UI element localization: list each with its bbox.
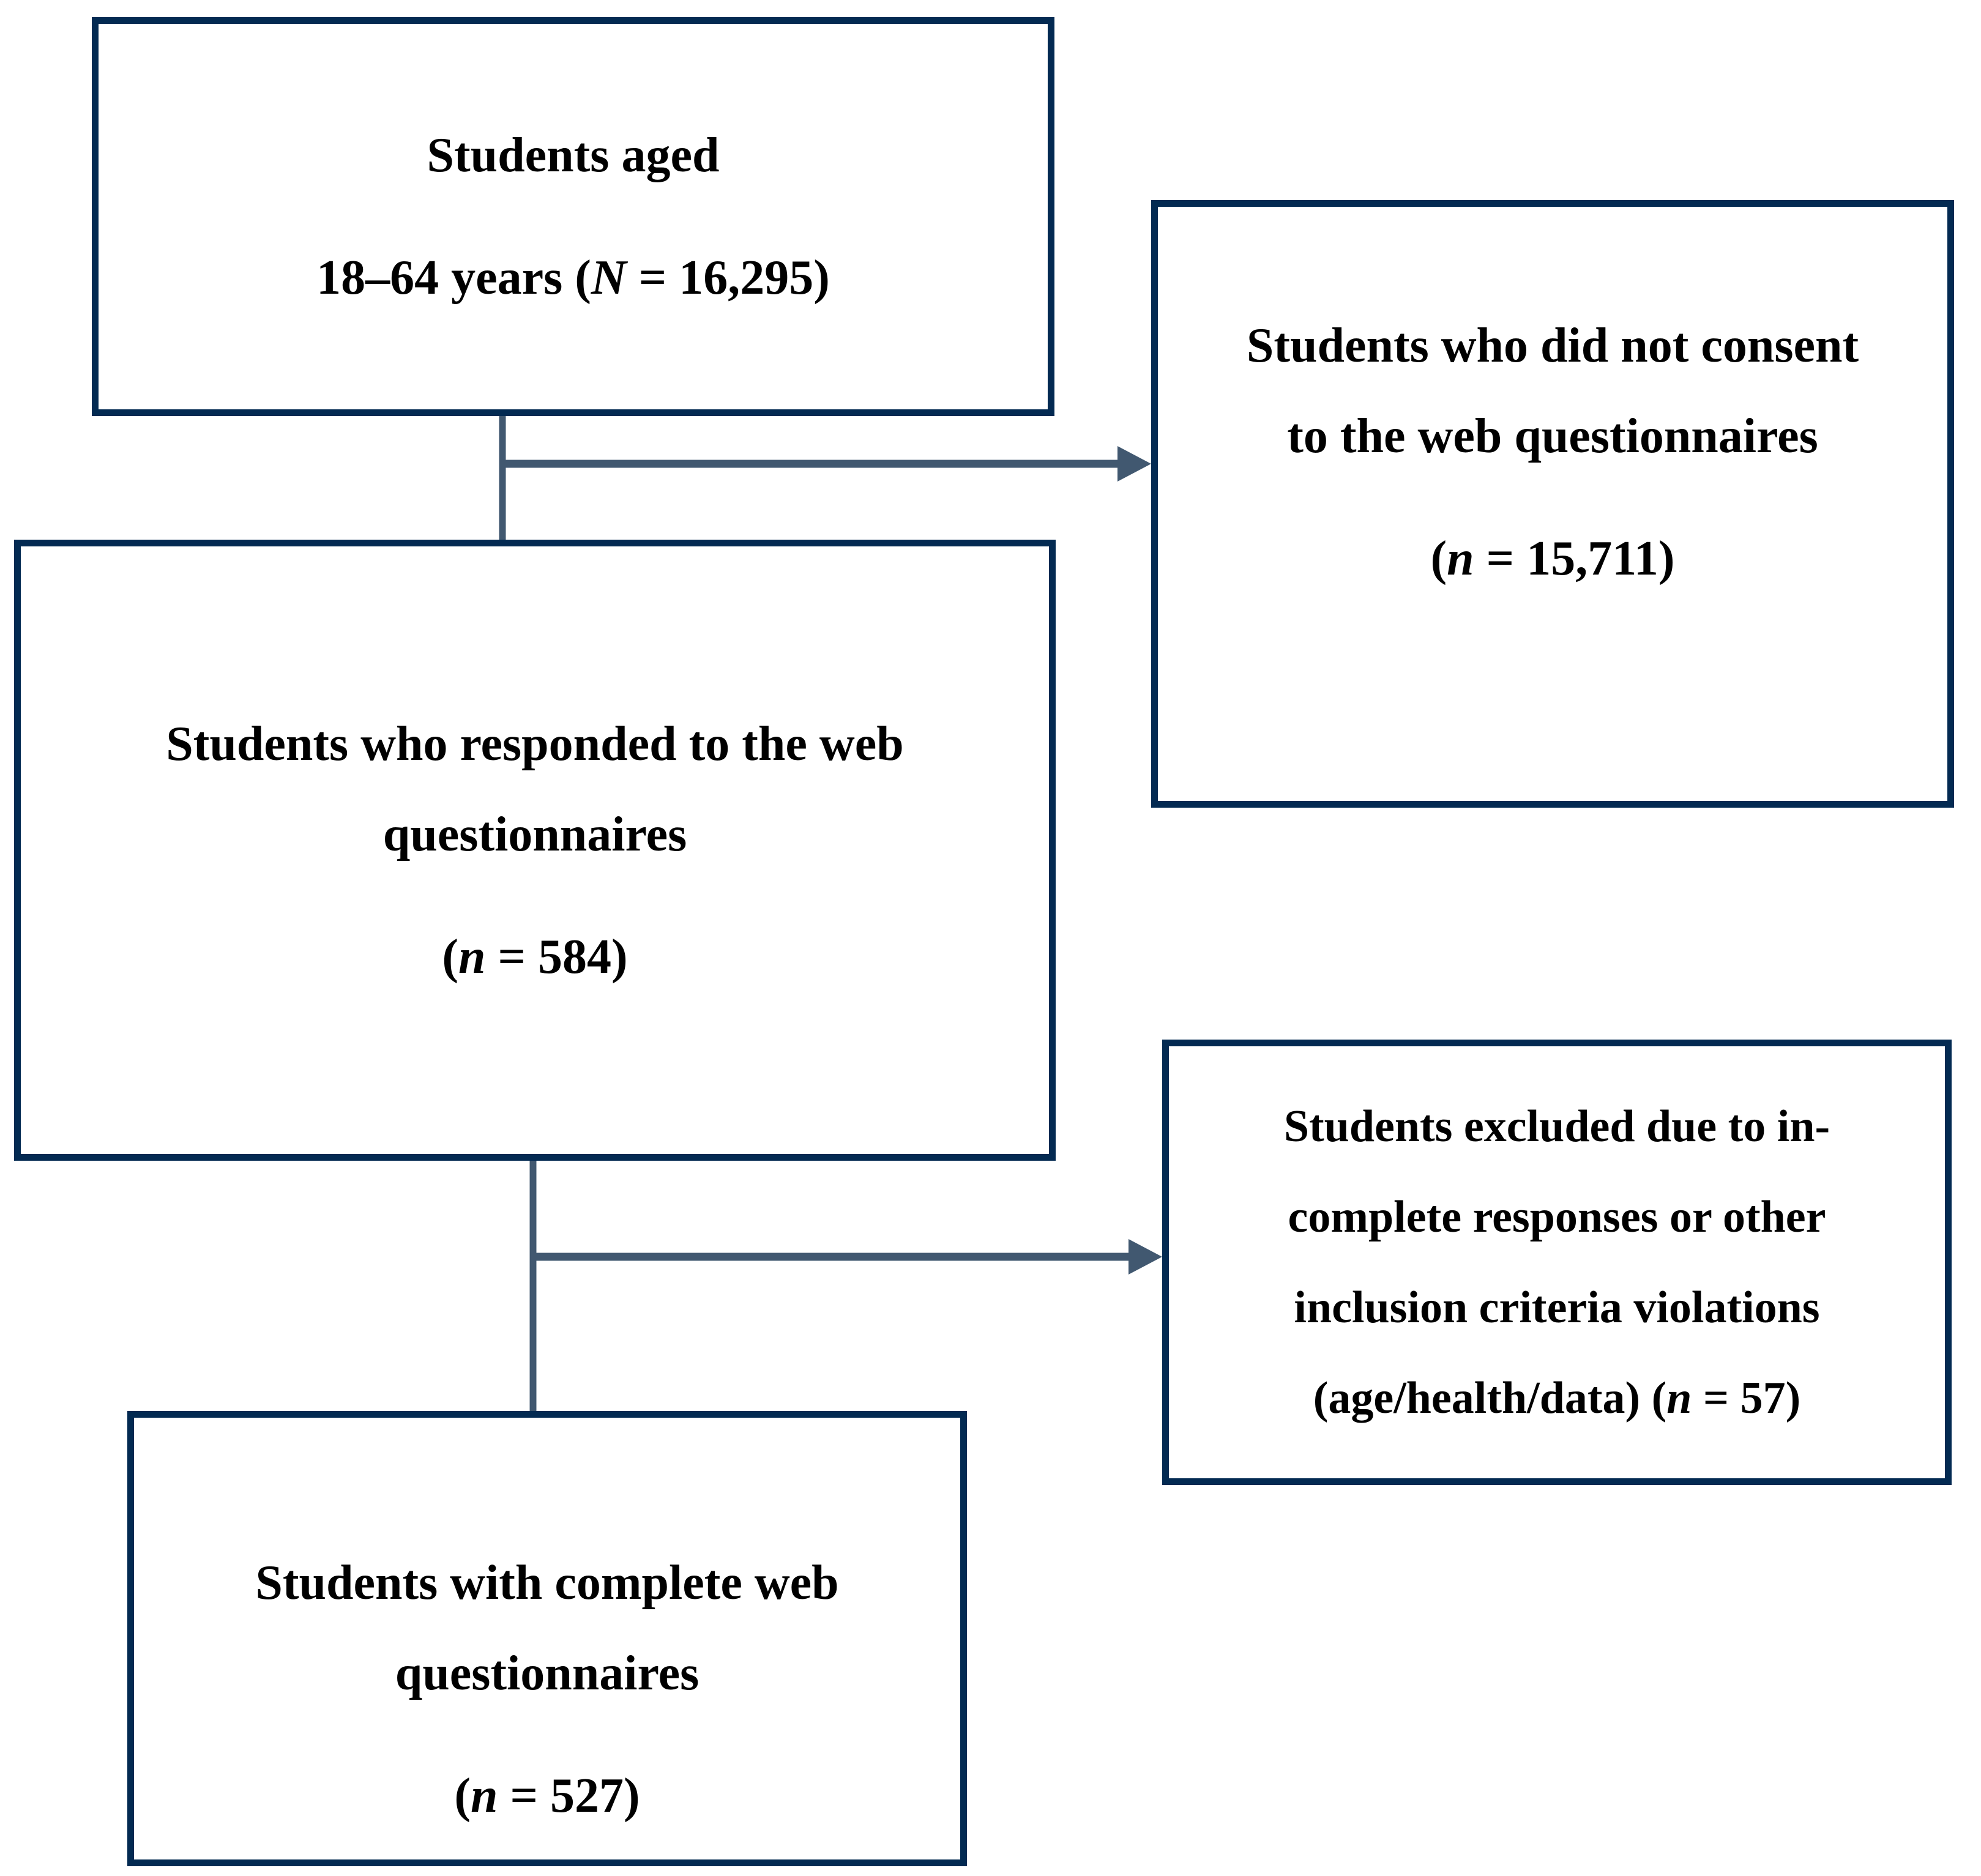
box-text-line: (n = 584) xyxy=(442,912,627,1002)
text-segment: = 16,295) xyxy=(626,251,830,305)
text-segment: complete responses or other xyxy=(1288,1192,1826,1242)
text-segment: ( xyxy=(1430,531,1447,586)
box-text-line: Students aged xyxy=(427,110,720,201)
box-text-line: 18–64 years (N = 16,295) xyxy=(316,233,830,323)
text-segment: 18–64 years ( xyxy=(316,251,591,305)
arrowhead-to-no-consent xyxy=(1117,446,1151,482)
text-segment: Students who did not consent xyxy=(1246,318,1859,373)
stat-variable: n xyxy=(458,929,486,984)
stat-variable: n xyxy=(1666,1373,1692,1423)
box-responded-web-questionnaires: Students who responded to the web questio… xyxy=(14,540,1056,1161)
text-segment: Students who responded to the web xyxy=(166,717,904,771)
text-segment: questionnaires xyxy=(395,1646,700,1700)
stat-variable: n xyxy=(470,1768,498,1823)
box-text-line: questionnaires xyxy=(383,789,687,880)
text-segment: ( xyxy=(442,929,458,984)
text-segment: ( xyxy=(454,1768,471,1823)
text-segment: (age/health/data) ( xyxy=(1313,1373,1667,1423)
stat-variable: N xyxy=(591,251,627,305)
text-segment: = 584) xyxy=(485,929,628,984)
box-text-line: complete responses or other xyxy=(1288,1172,1826,1262)
arrowhead-to-excluded xyxy=(1129,1239,1162,1275)
box-text-line: (age/health/data) (n = 57) xyxy=(1313,1353,1801,1443)
box-text-line: to the web questionnaires xyxy=(1287,391,1818,482)
text-segment: = 15,711) xyxy=(1474,531,1675,586)
box-text-line: (n = 15,711) xyxy=(1431,513,1675,604)
box-text-line: Students who did not consent xyxy=(1247,300,1859,391)
text-segment: = 527) xyxy=(498,1768,640,1823)
text-segment: questionnaires xyxy=(382,807,687,862)
box-text-line: inclusion criteria violations xyxy=(1294,1262,1819,1353)
text-segment: = 57) xyxy=(1692,1373,1801,1423)
stat-variable: n xyxy=(1447,531,1474,586)
box-text-line: (n = 527) xyxy=(454,1751,640,1841)
box-text-line: Students with complete web xyxy=(255,1538,838,1628)
box-text-line: Students who responded to the web xyxy=(166,699,903,789)
box-excluded-incomplete: Students excluded due to in-complete res… xyxy=(1162,1040,1952,1485)
text-segment: to the web questionnaires xyxy=(1287,409,1818,463)
text-segment: Students with complete web xyxy=(255,1555,839,1610)
text-segment: Students excluded due to in- xyxy=(1283,1101,1830,1152)
box-did-not-consent: Students who did not consent to the web q… xyxy=(1151,200,1954,808)
box-students-aged: Students aged 18–64 years (N = 16,295) xyxy=(92,17,1054,416)
box-text-line: Students excluded due to in- xyxy=(1284,1081,1830,1172)
text-segment: inclusion criteria violations xyxy=(1294,1282,1820,1333)
text-segment: Students aged xyxy=(427,128,720,182)
box-text-line: questionnaires xyxy=(395,1628,699,1719)
box-complete-web-questionnaires: Students with complete web questionnaires… xyxy=(127,1411,967,1866)
